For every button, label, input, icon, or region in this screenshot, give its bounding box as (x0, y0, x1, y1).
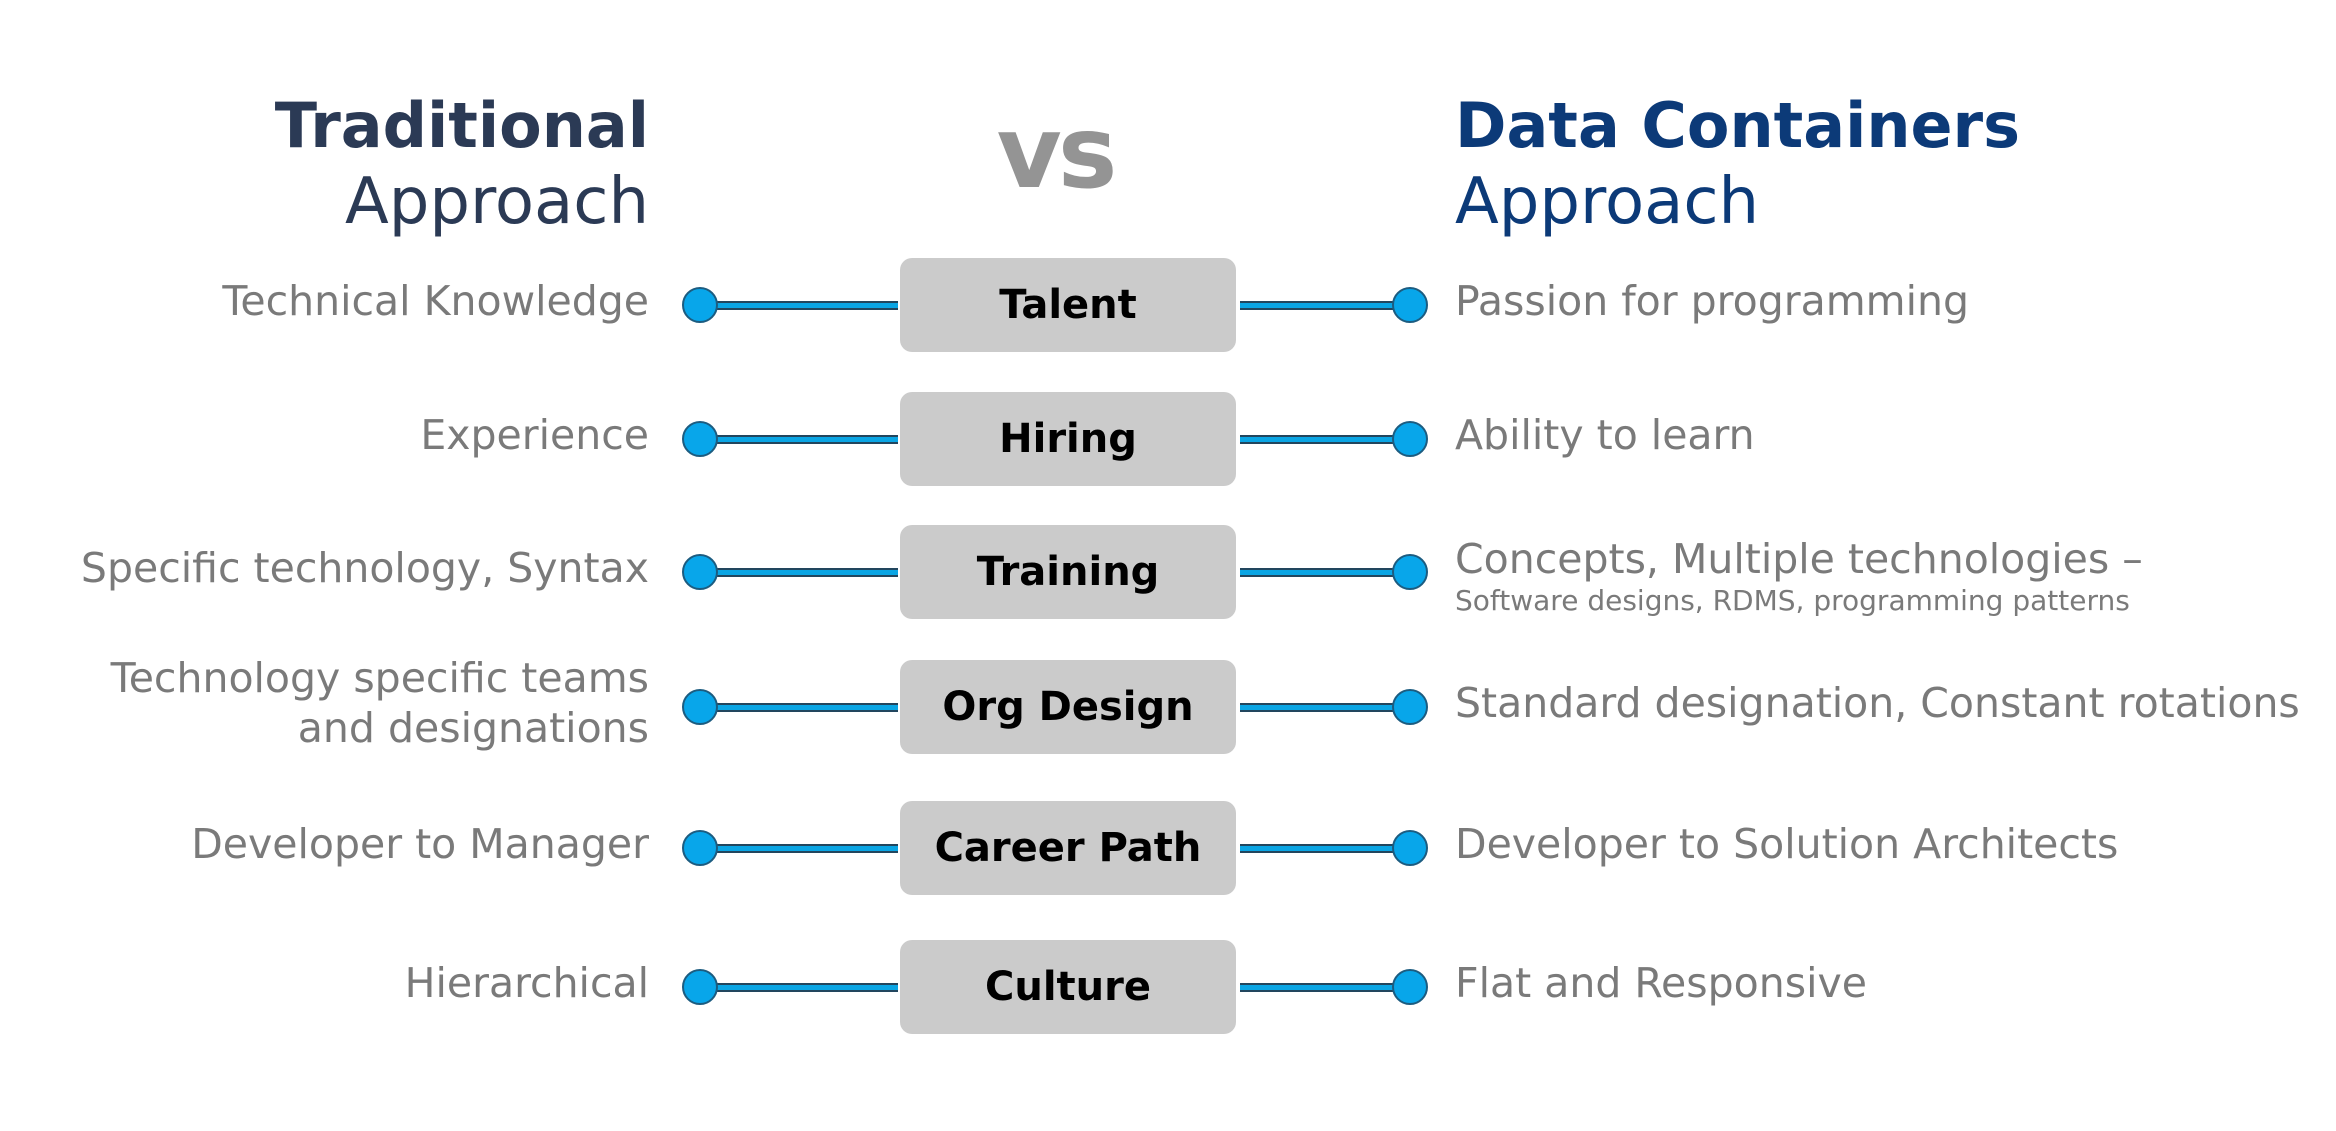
data-containers-item-hiring: Ability to learn (1455, 410, 1755, 460)
connector-line-left (700, 844, 898, 853)
vs-label: vs (996, 94, 1118, 211)
connector-line-left (700, 983, 898, 992)
data-containers-item-talent: Passion for programming (1455, 276, 1969, 326)
connector-dot-left (682, 554, 718, 590)
connector-line-right (1240, 301, 1410, 310)
data-containers-item-career-path: Developer to Solution Architects (1455, 819, 2118, 869)
category-label: Career Path (934, 825, 1202, 871)
category-label: Hiring (999, 416, 1137, 462)
connector-dot-left (682, 689, 718, 725)
data-containers-item-culture: Flat and Responsive (1455, 958, 1867, 1008)
category-box-hiring: Hiring (900, 392, 1236, 486)
connector-line-right (1240, 844, 1410, 853)
data-containers-item-line: Concepts, Multiple technologies – (1455, 535, 2143, 583)
traditional-header-strong: Traditional (274, 89, 649, 162)
category-label: Training (976, 549, 1160, 595)
connector-dot-right (1392, 689, 1428, 725)
traditional-item-training: Specific technology, Syntax (81, 543, 649, 593)
connector-dot-right (1392, 554, 1428, 590)
data-containers-item-line: Developer to Solution Architects (1455, 820, 2119, 868)
category-box-culture: Culture (900, 940, 1236, 1034)
data-containers-item-line: Ability to learn (1455, 411, 1755, 459)
category-label: Culture (985, 964, 1151, 1010)
traditional-item-culture: Hierarchical (405, 958, 649, 1008)
data-containers-item-line: Passion for programming (1455, 277, 1969, 325)
data-containers-approach-header: Data Containers Approach (1455, 88, 2020, 240)
data-containers-header-strong: Data Containers (1455, 89, 2020, 162)
data-containers-item-org-design: Standard designation, Constant rotations (1455, 678, 2300, 728)
connector-line-left (700, 435, 898, 444)
traditional-item-line: Hierarchical (404, 959, 649, 1007)
traditional-item-line: Technical Knowledge (222, 277, 649, 325)
data-containers-item-line: Standard designation, Constant rotations (1455, 679, 2300, 727)
traditional-item-line: and designations (297, 704, 649, 752)
traditional-item-line: Experience (420, 411, 649, 459)
connector-line-left (700, 301, 898, 310)
data-containers-item-subline: Software designs, RDMS, programming patt… (1455, 584, 2130, 617)
data-containers-item-training: Concepts, Multiple technologies –Softwar… (1455, 534, 2143, 618)
category-label: Org Design (942, 684, 1194, 730)
traditional-item-line: Technology specific teams (110, 654, 649, 702)
traditional-item-talent: Technical Knowledge (222, 276, 649, 326)
category-label: Talent (999, 282, 1137, 328)
traditional-item-hiring: Experience (420, 410, 649, 460)
connector-dot-left (682, 287, 718, 323)
connector-line-left (700, 703, 898, 712)
category-box-career-path: Career Path (900, 801, 1236, 895)
traditional-approach-header: Traditional Approach (275, 88, 649, 240)
connector-dot-right (1392, 969, 1428, 1005)
traditional-item-line: Developer to Manager (191, 820, 649, 868)
connector-line-right (1240, 435, 1410, 444)
connector-line-right (1240, 983, 1410, 992)
category-box-training: Training (900, 525, 1236, 619)
category-box-talent: Talent (900, 258, 1236, 352)
data-containers-header-light: Approach (1455, 165, 1760, 239)
connector-dot-left (682, 421, 718, 457)
connector-line-right (1240, 568, 1410, 577)
traditional-header-light: Approach (344, 165, 649, 239)
connector-dot-right (1392, 287, 1428, 323)
connector-dot-right (1392, 830, 1428, 866)
connector-dot-right (1392, 421, 1428, 457)
connector-line-left (700, 568, 898, 577)
connector-dot-left (682, 830, 718, 866)
data-containers-item-line: Flat and Responsive (1455, 959, 1867, 1007)
connector-line-right (1240, 703, 1410, 712)
category-box-org-design: Org Design (900, 660, 1236, 754)
traditional-item-career-path: Developer to Manager (191, 819, 649, 869)
traditional-item-line: Specific technology, Syntax (80, 544, 649, 592)
connector-dot-left (682, 969, 718, 1005)
